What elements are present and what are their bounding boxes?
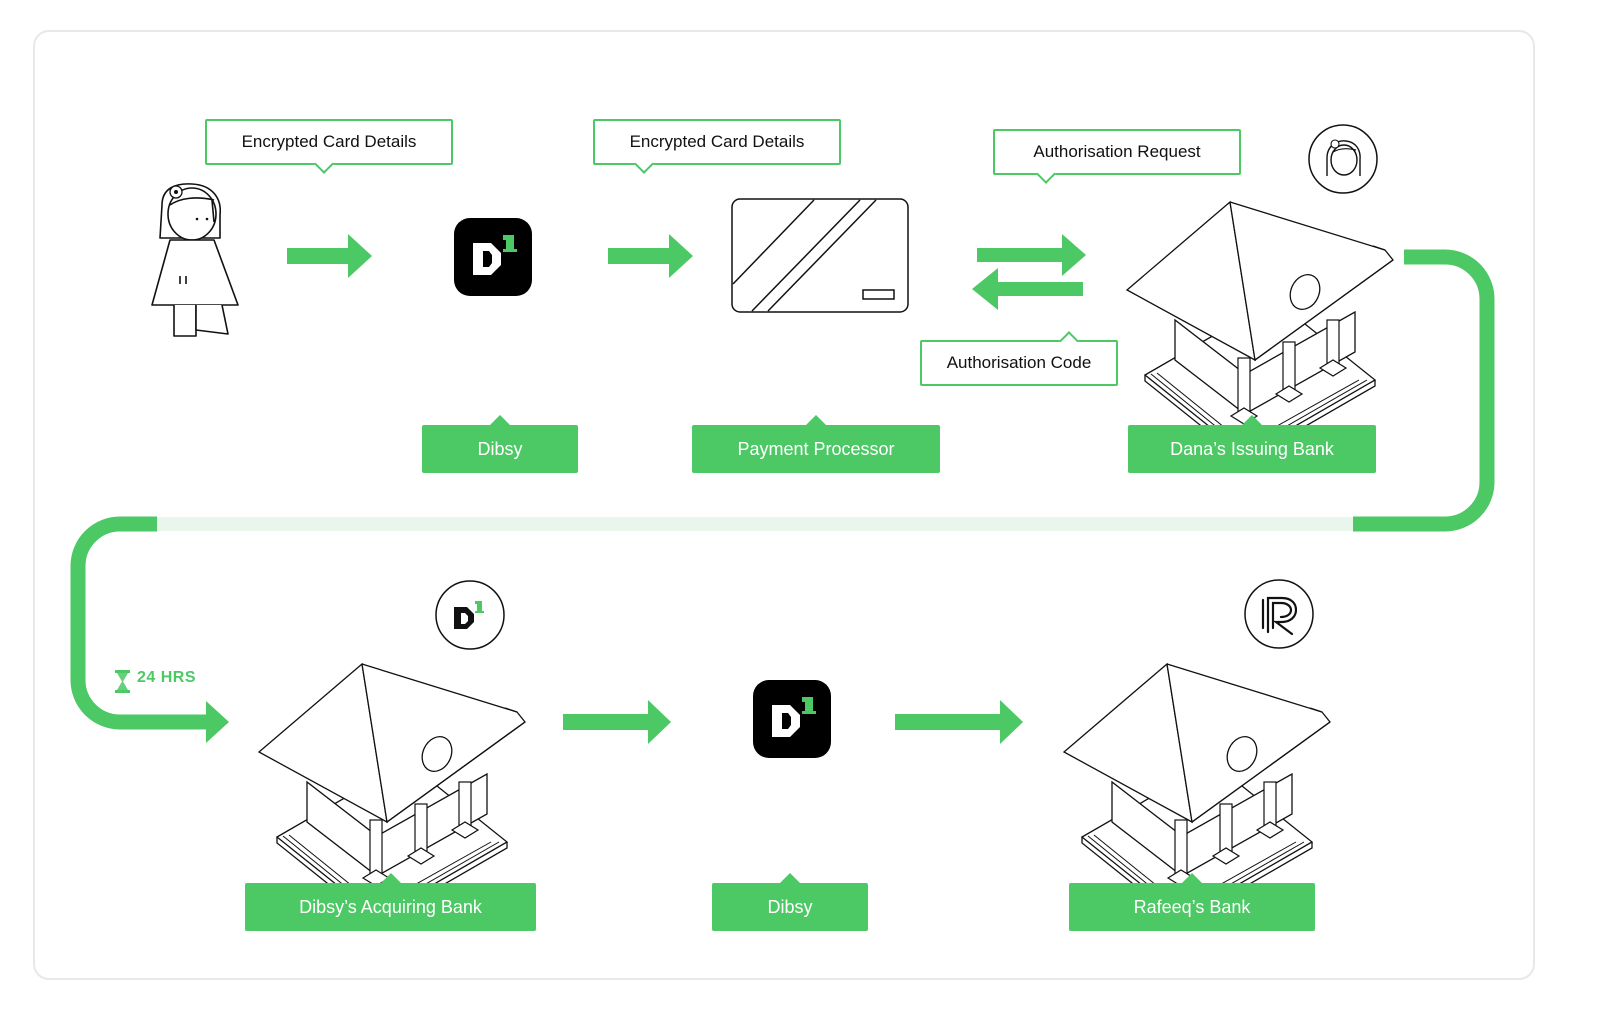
label-issuing-bank: Dana’s Issuing Bank — [1128, 415, 1376, 473]
arrow-right-icon — [895, 700, 1023, 744]
flow-connector — [70, 516, 206, 730]
label-text: Dibsy — [767, 896, 813, 917]
label-acquiring-bank: Dibsy’s Acquiring Bank — [245, 873, 536, 931]
callout-text: Encrypted Card Details — [629, 132, 805, 151]
person-badge-icon — [1308, 124, 1378, 194]
callout-text: Authorisation Request — [1033, 142, 1201, 161]
label-text: Dibsy’s Acquiring Bank — [299, 896, 482, 917]
callout-encrypted-card-details: Encrypted Card Details — [593, 119, 841, 174]
rafeeq-logo-icon — [1244, 579, 1314, 649]
flow-connector — [1353, 249, 1495, 532]
arrow-right-icon — [287, 234, 372, 278]
label-dibsy: Dibsy — [422, 415, 578, 473]
dibsy-logo-icon — [753, 680, 831, 758]
card-icon — [731, 198, 909, 313]
flow-connector-faded — [157, 517, 1353, 531]
hourglass-icon — [115, 670, 130, 693]
callout-authorisation-request: Authorisation Request — [993, 129, 1241, 184]
label-text: Rafeeq’s Bank — [1133, 896, 1251, 917]
arrow-head-icon — [206, 701, 229, 743]
dibsy-badge-icon — [435, 580, 505, 650]
exchange-arrows-icon — [972, 234, 1086, 310]
label-text: Dibsy — [477, 438, 523, 459]
dibsy-logo-icon — [454, 218, 532, 296]
callout-authorisation-code: Authorisation Code — [920, 331, 1118, 386]
label-rafeeq-bank: Rafeeq’s Bank — [1069, 873, 1315, 931]
person-icon — [151, 183, 239, 337]
timer-label: 24 HRS — [113, 669, 196, 687]
label-text: Dana’s Issuing Bank — [1170, 438, 1334, 459]
callout-encrypted-card-details: Encrypted Card Details — [205, 119, 453, 174]
callout-text: Encrypted Card Details — [241, 132, 417, 151]
label-payment-processor: Payment Processor — [692, 415, 940, 473]
label-dibsy: Dibsy — [712, 873, 868, 931]
timer-text: 24 HRS — [137, 669, 197, 686]
label-text: Payment Processor — [737, 438, 895, 459]
callout-text: Authorisation Code — [946, 353, 1092, 372]
arrow-right-icon — [563, 700, 671, 744]
arrow-right-icon — [608, 234, 693, 278]
